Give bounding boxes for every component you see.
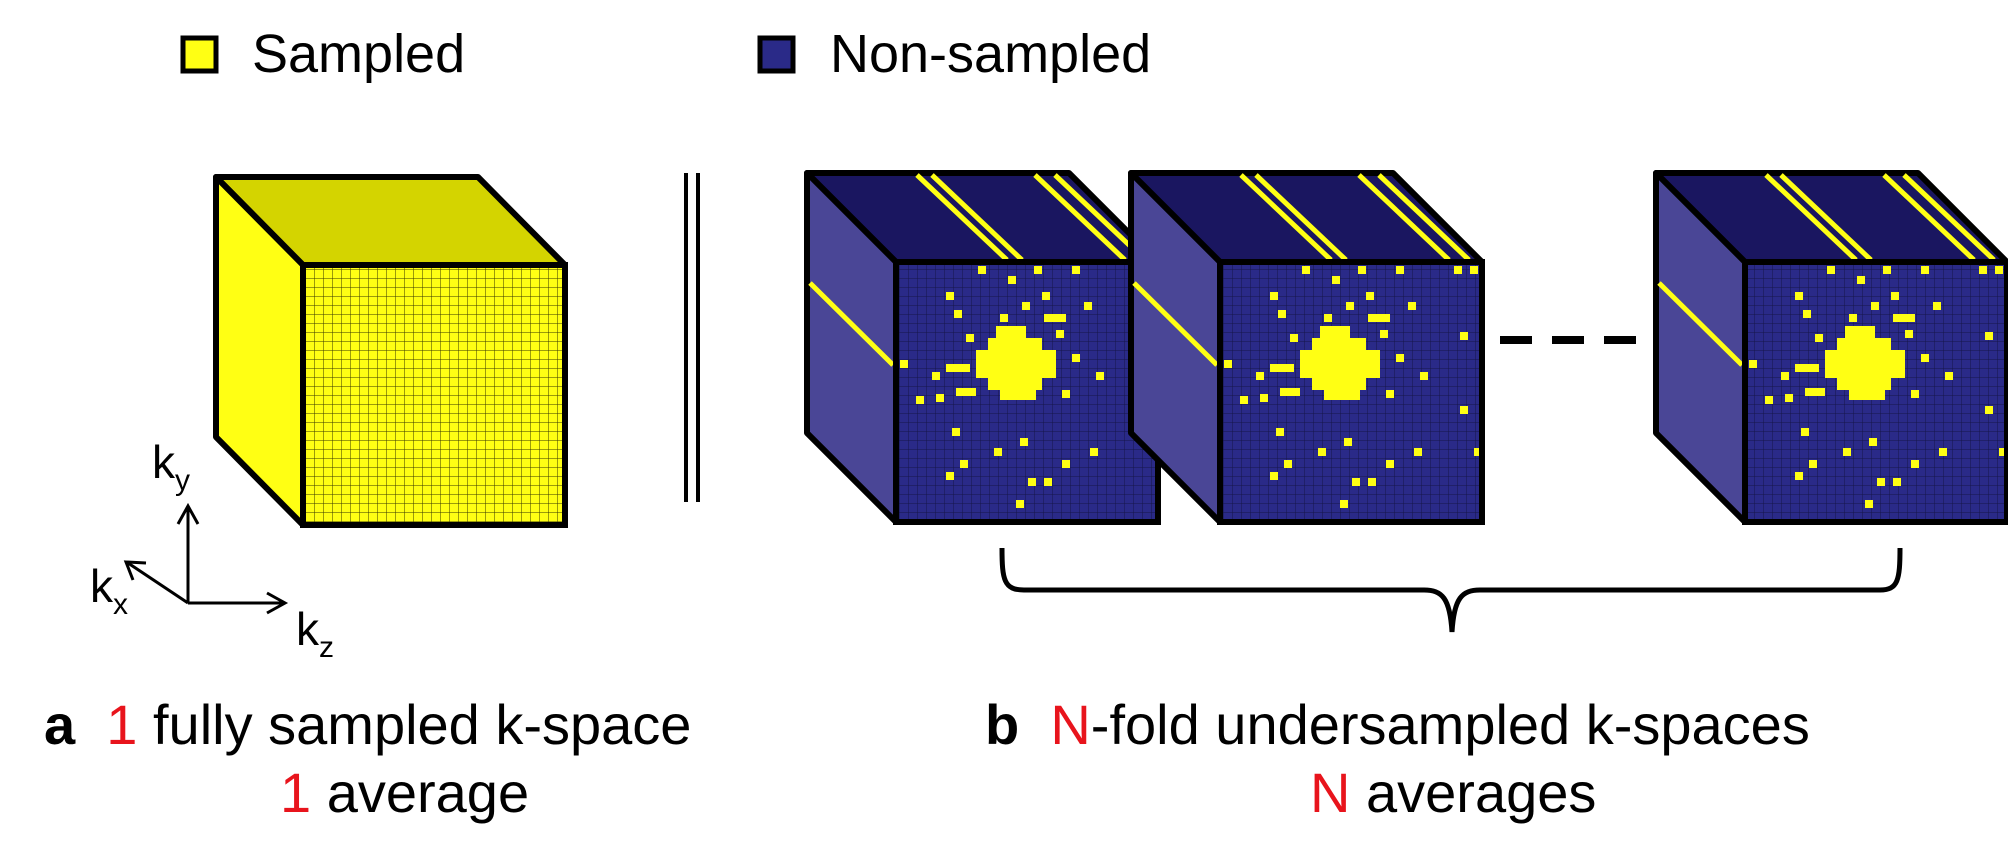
undersampled-cube (1128, 170, 1485, 525)
sampled-swatch (180, 35, 219, 74)
panel-a-label: a (44, 693, 76, 756)
kz-label: kz (296, 603, 334, 664)
grouping-brace (999, 547, 1903, 633)
panel-b-label: b (985, 693, 1020, 756)
sampled-label: Sampled (252, 24, 465, 84)
panel-a-count: 1 (106, 693, 138, 756)
k-space-axes (123, 502, 289, 615)
caption-b-line2: N averages (1310, 760, 1596, 825)
panel-a-avg-text: average (326, 761, 530, 824)
fully-sampled-cube (213, 174, 568, 528)
undersampled-cube (1653, 170, 2008, 525)
ky-label: ky (152, 436, 190, 497)
nonsampled-label: Non-sampled (830, 24, 1151, 84)
undersampled-cubes (804, 170, 2008, 525)
caption-a-line2: 1 average (280, 760, 529, 825)
separator-double-line (684, 173, 700, 502)
panel-a-text: fully sampled k-space (153, 693, 692, 756)
legend: Sampled Non-sampled (180, 24, 1151, 84)
panel-b-factor: N (1050, 693, 1091, 756)
panel-b-text: -fold undersampled k-spaces (1090, 693, 1810, 756)
nonsampled-swatch (757, 35, 796, 74)
caption-b-line1: b N-fold undersampled k-spaces (985, 692, 1810, 757)
panel-b-avg-count: N (1310, 761, 1351, 824)
undersampled-cube (804, 170, 1161, 525)
kx-label: kx (90, 560, 128, 621)
panel-a-avg-count: 1 (280, 761, 312, 824)
panel-b-avg-text: averages (1366, 761, 1597, 824)
caption-a-line1: a 1 fully sampled k-space (44, 692, 691, 757)
